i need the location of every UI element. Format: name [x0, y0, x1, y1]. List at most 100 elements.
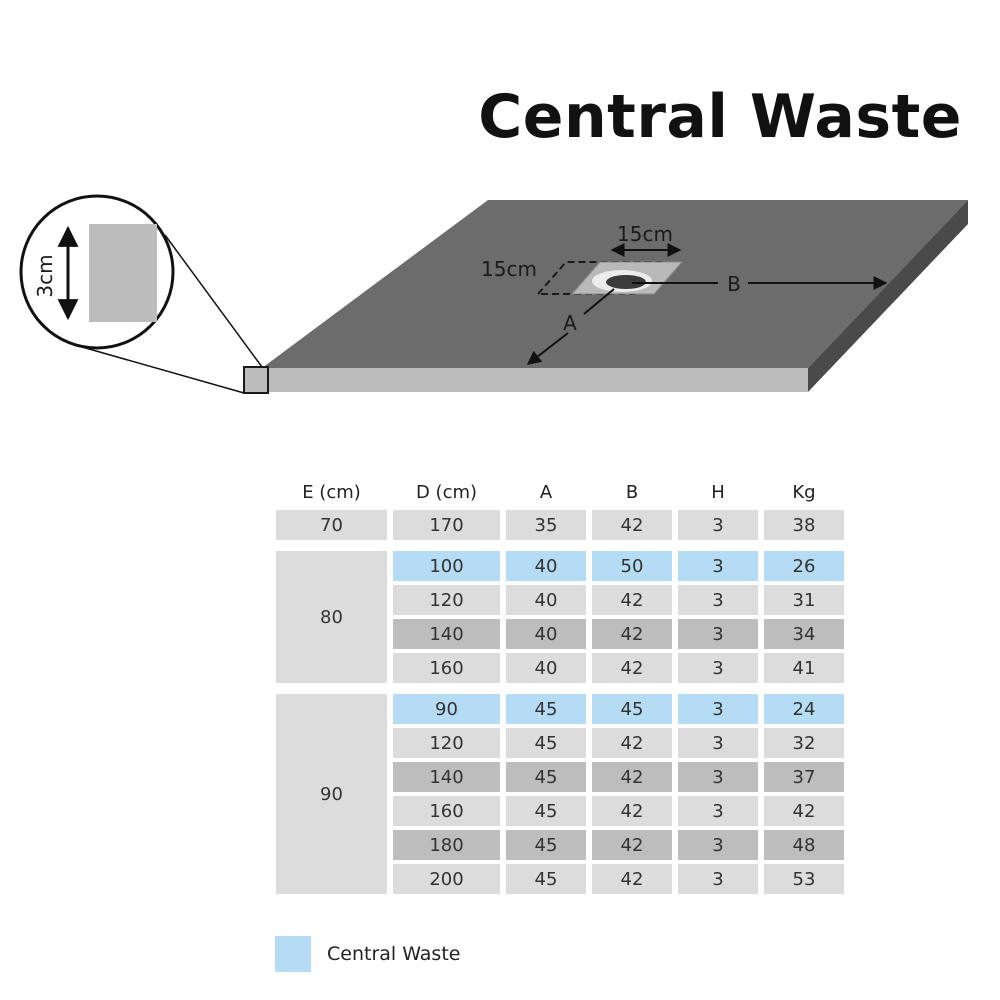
cell-d: 120 — [393, 728, 500, 758]
cell-a: 40 — [506, 653, 586, 683]
cell-b: 42 — [592, 864, 672, 894]
cell-kg: 26 — [764, 551, 844, 581]
cell-a: 45 — [506, 762, 586, 792]
cell-b: 42 — [592, 796, 672, 826]
cell-b: 42 — [592, 653, 672, 683]
cell-h: 3 — [678, 653, 758, 683]
waste-drain-hole — [606, 275, 646, 289]
cell-b: 50 — [592, 551, 672, 581]
group-spacer — [276, 544, 844, 547]
cell-a: 40 — [506, 585, 586, 615]
cell-d: 140 — [393, 762, 500, 792]
dimension-a-label: A — [563, 311, 577, 335]
header-d: D (cm) — [415, 481, 478, 503]
cell-b: 42 — [592, 762, 672, 792]
zoom-line-bottom — [74, 344, 245, 394]
tray-right-edge — [808, 200, 968, 392]
cell-d: 180 — [393, 830, 500, 860]
cell-kg: 42 — [764, 796, 844, 826]
cell-kg: 32 — [764, 728, 844, 758]
cell-d: 100 — [393, 551, 500, 581]
cell-kg: 48 — [764, 830, 844, 860]
cell-kg: 34 — [764, 619, 844, 649]
cell-b: 42 — [592, 830, 672, 860]
cell-d: 160 — [393, 796, 500, 826]
cell-d: 90 — [393, 694, 500, 724]
dimension-a-arrow-tail — [526, 332, 569, 365]
cell-a: 45 — [506, 796, 586, 826]
magnifier-edge-section — [89, 224, 157, 322]
page-title: Central Waste — [478, 82, 962, 152]
cell-kg: 41 — [764, 653, 844, 683]
cell-b: 42 — [592, 510, 672, 540]
cell-d: 200 — [393, 864, 500, 894]
cell-a: 40 — [506, 551, 586, 581]
table-header-row: E (cm) D (cm) A B H Kg — [276, 478, 844, 506]
cell-a: 45 — [506, 728, 586, 758]
zoom-line-top — [164, 234, 263, 368]
waste-dashed-area — [535, 261, 669, 295]
tray-diagram: 3cm 15cm 15cm B A — [19, 194, 968, 394]
header-a: A — [539, 481, 553, 503]
header-h: H — [711, 481, 725, 503]
cell-a: 40 — [506, 619, 586, 649]
cell-d: 120 — [393, 585, 500, 615]
cell-h: 3 — [678, 728, 758, 758]
cell-d: 170 — [393, 510, 500, 540]
cell-a: 45 — [506, 694, 586, 724]
edge-detail-marker — [243, 366, 269, 394]
cell-h: 3 — [678, 796, 758, 826]
cell-a: 35 — [506, 510, 586, 540]
cell-d: 160 — [393, 653, 500, 683]
legend-label: Central Waste — [327, 943, 461, 965]
header-b: B — [625, 481, 639, 503]
cell-h: 3 — [678, 585, 758, 615]
waste-depth-label: 15cm — [481, 257, 537, 281]
legend-swatch — [275, 936, 311, 972]
waste-width-label: 15cm — [617, 222, 673, 246]
cell-h: 3 — [678, 864, 758, 894]
cell-b: 42 — [592, 619, 672, 649]
dimension-a-arrow — [583, 288, 615, 315]
cell-h: 3 — [678, 510, 758, 540]
cell-kg: 38 — [764, 510, 844, 540]
height-label: 3cm — [33, 254, 57, 297]
cell-a: 45 — [506, 864, 586, 894]
group-e-cell: 80 — [276, 551, 387, 683]
cell-h: 3 — [678, 551, 758, 581]
cell-a: 45 — [506, 830, 586, 860]
header-e: E (cm) — [302, 481, 361, 503]
cell-h: 3 — [678, 830, 758, 860]
group-e-cell: 90 — [276, 694, 387, 894]
dimension-b-label: B — [727, 272, 741, 296]
cell-b: 42 — [592, 728, 672, 758]
cell-kg: 31 — [764, 585, 844, 615]
cell-b: 45 — [592, 694, 672, 724]
cell-d: 140 — [393, 619, 500, 649]
group-spacer — [276, 687, 844, 690]
cell-kg: 53 — [764, 864, 844, 894]
cell-h: 3 — [678, 694, 758, 724]
cell-b: 42 — [592, 585, 672, 615]
header-kg: Kg — [792, 481, 816, 503]
tray-front-edge — [262, 368, 808, 392]
cell-h: 3 — [678, 619, 758, 649]
group-e-cell: 70 — [276, 510, 387, 540]
cell-kg: 24 — [764, 694, 844, 724]
legend: Central Waste — [275, 936, 460, 972]
cell-kg: 37 — [764, 762, 844, 792]
cell-h: 3 — [678, 762, 758, 792]
